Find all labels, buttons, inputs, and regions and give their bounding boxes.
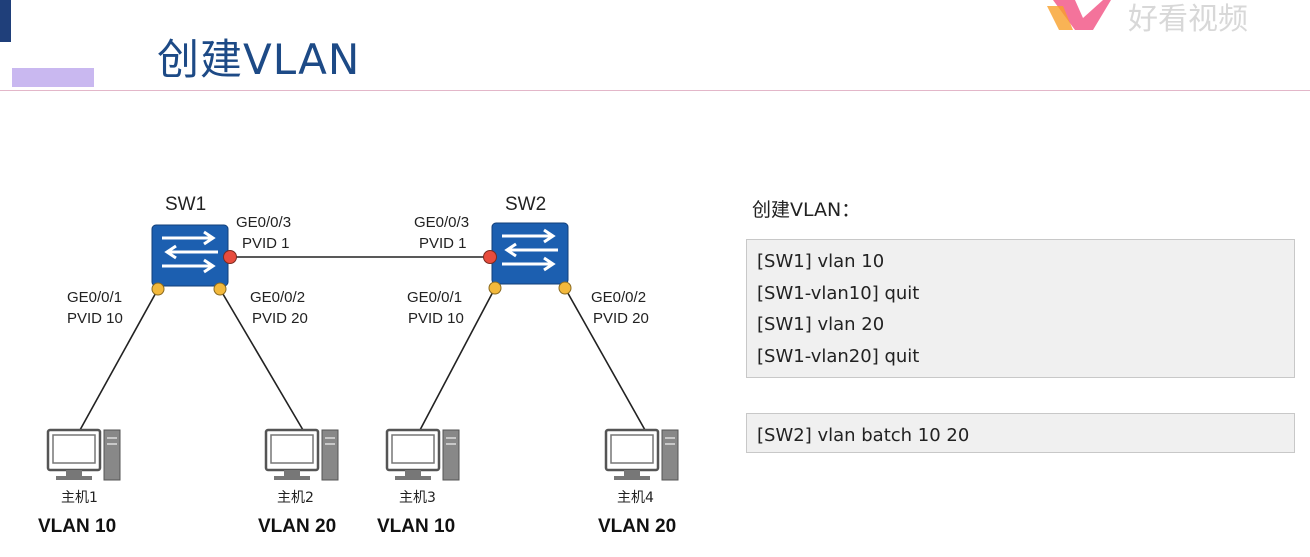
sw1-ge2-port-label: GE0/0/2 [250,289,305,306]
host3-label: 主机3 [399,490,436,506]
watermark-logo-text: 好看视频 [1128,2,1248,37]
title-divider [0,90,1310,91]
header-left-bar [0,0,11,42]
video-logo-icon [1047,0,1111,30]
command-line: [SW1] vlan 20 [757,314,885,335]
sw2-ge2-port-dot [558,281,572,295]
command-line: [SW1-vlan20] quit [757,345,920,367]
host1-vlan-label: VLAN 10 [38,516,116,537]
host3-vlan-label: VLAN 10 [377,516,455,537]
link-sw1-host1 [79,288,159,431]
sw1-ge2-pvid-label: PVID 20 [252,310,308,327]
host1-label: 主机1 [61,490,98,506]
switch-sw2-icon [491,222,569,285]
link-sw2-host3 [419,287,496,431]
sw2-ge3-port-dot [483,250,497,264]
host1-computer-icon [46,428,121,481]
sw2-ge3-port-label: GE0/0/3 [414,214,469,231]
sw1-ge3-port-label: GE0/0/3 [236,214,291,231]
link-sw1-host2 [219,288,304,431]
panel-title: 创建VLAN： [752,199,861,221]
host2-vlan-label: VLAN 20 [258,516,336,537]
sw2-ge3-pvid-label: PVID 1 [419,235,467,252]
host3-computer-icon [385,428,460,481]
sw2-ge1-port-dot [488,281,502,295]
host2-label: 主机2 [277,490,314,506]
sw1-ge3-pvid-label: PVID 1 [242,235,290,252]
header-accent-bar [12,68,94,87]
sw1-ge1-port-dot [151,282,165,296]
host4-vlan-label: VLAN 20 [598,516,676,537]
sw1-label: SW1 [165,194,206,215]
sw1-ge1-port-label: GE0/0/1 [67,289,122,306]
sw1-ge3-port-dot [223,250,237,264]
host4-computer-icon [604,428,679,481]
sw2-ge1-pvid-label: PVID 10 [408,310,464,327]
page-title: 创建VLAN [157,35,361,84]
sw2-ge1-port-label: GE0/0/1 [407,289,462,306]
sw2-ge2-port-label: GE0/0/2 [591,289,646,306]
sw1-command-box: [SW1] vlan 10 [SW1-vlan10] quit [SW1] vl… [746,239,1295,378]
sw1-ge1-pvid-label: PVID 10 [67,310,123,327]
command-line: [SW1-vlan10] quit [757,282,920,304]
sw2-ge2-pvid-label: PVID 20 [593,310,649,327]
sw2-command-box: [SW2] vlan batch 10 20 [746,413,1295,453]
command-line: [SW1] vlan 10 [757,251,885,272]
command-line: [SW2] vlan batch 10 20 [757,425,970,446]
sw2-label: SW2 [505,194,546,215]
link-sw2-host4 [564,287,646,431]
host2-computer-icon [264,428,339,481]
switch-sw1-icon [151,224,229,287]
host4-label: 主机4 [617,490,654,506]
sw1-ge2-port-dot [213,282,227,296]
